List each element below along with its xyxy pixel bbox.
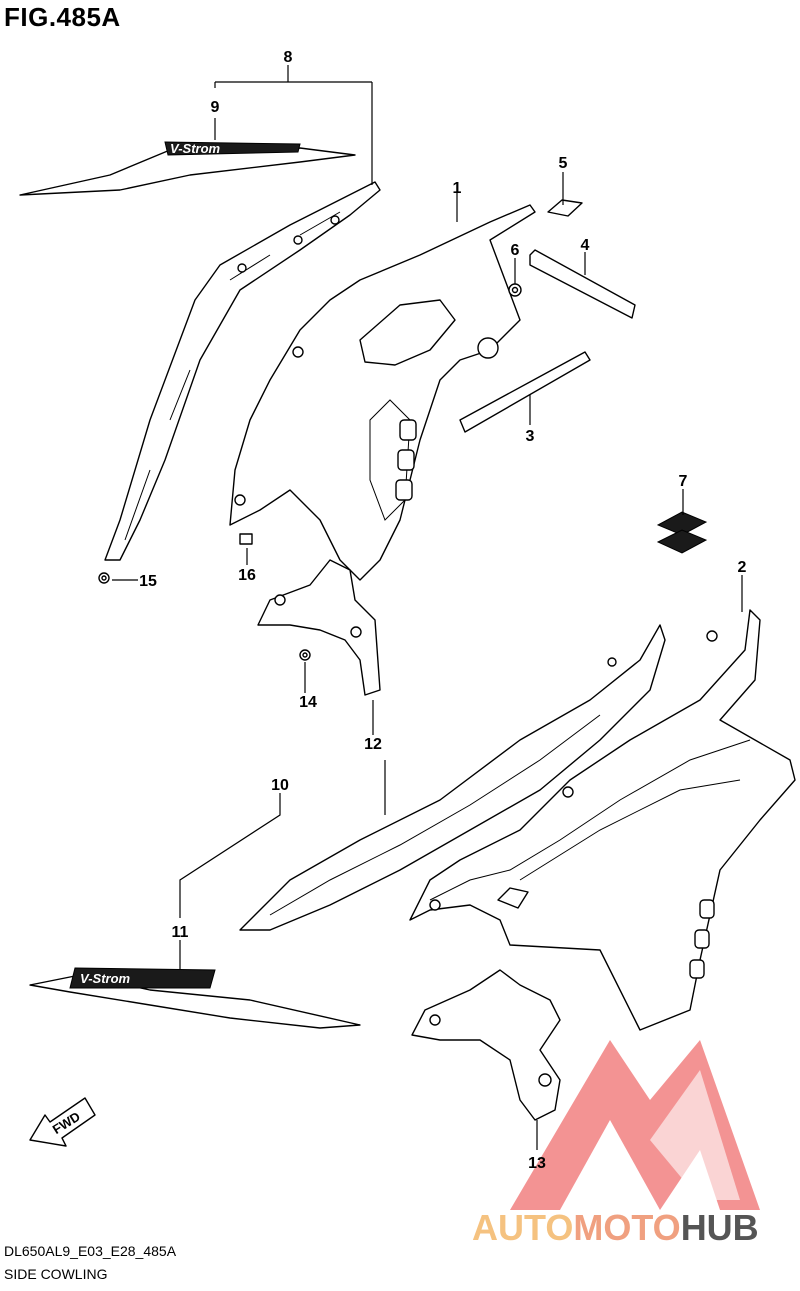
part-2-side-cowling[interactable] [409,609,796,1031]
part-12-bracket[interactable] [257,559,381,696]
decal-upper-text: V-Strom [170,141,221,156]
callout-16: 16 [238,567,256,584]
part-5-pad[interactable] [547,199,583,217]
watermark-logo-inner [560,1120,660,1210]
part-15-screw[interactable] [98,572,110,584]
watermark-logo [510,1040,760,1210]
watermark-logo-cut [650,1070,740,1200]
callout-8: 8 [284,49,293,66]
figure-title: FIG.485A [4,2,121,32]
part-8-side-strip[interactable] [104,181,381,561]
part-6-nut[interactable] [508,283,522,297]
callout-12: 12 [364,736,382,753]
part-1-inner-panel[interactable] [229,204,536,581]
part-7-emblem[interactable] [656,511,708,554]
watermark-auto: AUTO [472,1207,573,1248]
part-16-clip[interactable] [239,533,253,545]
watermark-logo-shape [510,1040,760,1210]
part-3-trim-strip[interactable] [459,351,591,433]
callout-labels: 1 2 3 4 5 6 7 8 9 10 11 12 13 14 15 16 [139,49,746,1172]
figure-code: DL650AL9_E03_E28_485A [4,1243,177,1259]
callout-6: 6 [511,242,520,259]
callout-5: 5 [559,155,568,172]
callout-4: 4 [581,237,590,254]
callout-9: 9 [211,99,220,116]
callout-14: 14 [299,694,317,711]
callout-15: 15 [139,573,157,590]
fwd-arrow: FWD [29,1097,96,1147]
part-4-trim-strip[interactable] [529,249,636,319]
callout-7: 7 [679,473,688,490]
watermark-moto: MOTO [573,1207,680,1248]
part-9-upper-decal[interactable]: V-Strom [19,141,356,196]
part-10-lower-panel[interactable] [239,624,666,931]
decal-lower-text: V-Strom [80,971,131,986]
part-13-lower-bracket[interactable] [411,969,561,1121]
leader-lines [112,65,743,1150]
callout-2: 2 [738,559,747,576]
watermark-part1: AUTOMOTOHUB [472,1207,759,1248]
part-14-screw[interactable] [299,649,311,661]
figure-name: SIDE COWLING [4,1266,108,1282]
callout-1: 1 [453,180,462,197]
callout-3: 3 [526,428,535,445]
part-11-lower-decal[interactable]: V-Strom [29,967,361,1029]
callout-11: 11 [172,924,189,941]
watermark-text: AUTOMOTOHUB [472,1207,759,1248]
callout-13: 13 [528,1155,546,1172]
watermark-hub: HUB [681,1207,759,1248]
callout-10: 10 [271,777,289,794]
